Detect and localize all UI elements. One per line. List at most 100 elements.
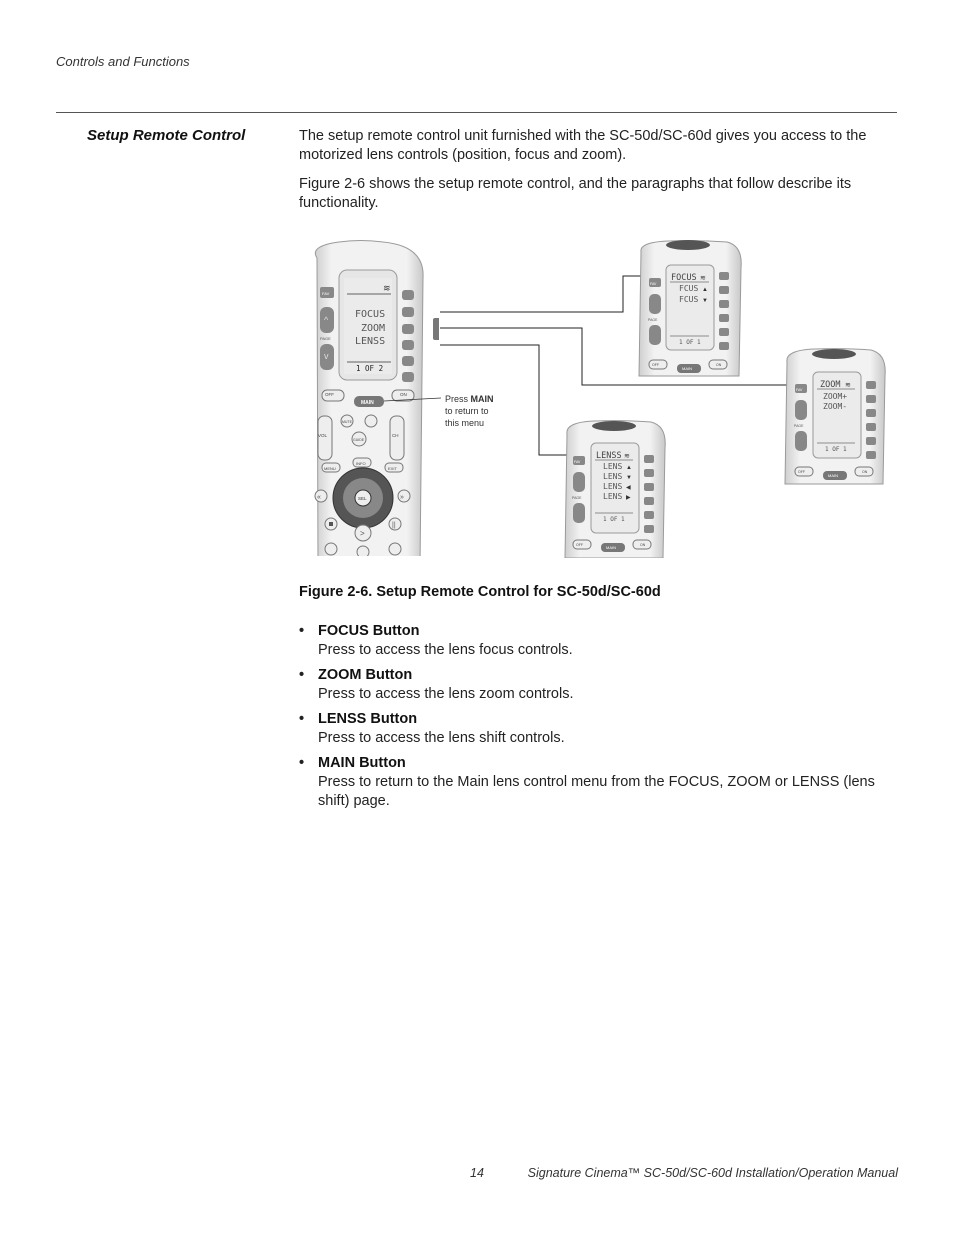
focus-page-down[interactable] [649,325,661,345]
lenss-key-3[interactable] [644,483,654,491]
focus-off-button[interactable] [648,359,668,370]
lenss-key-2[interactable] [644,469,654,477]
lenss-off-label: OFF [576,543,583,547]
focus-key[interactable] [402,324,414,334]
lenss-fav-button[interactable] [573,456,585,465]
guide-button[interactable] [351,431,367,447]
lenss-key-1[interactable] [644,455,654,463]
zoom-page-down[interactable] [795,431,807,451]
lcd-item-lenss: LENSS [355,336,385,347]
sel-button[interactable] [354,489,372,507]
lenss-key-6[interactable] [644,525,654,533]
focus-key-4[interactable] [719,314,729,322]
zoom-off-button[interactable] [794,466,814,477]
guide-round-button[interactable] [388,542,402,556]
lcd-key-1[interactable] [402,290,414,300]
off-button[interactable] [321,389,345,402]
list-button[interactable] [356,545,370,558]
play-button[interactable] [354,524,372,542]
list-item-zoom: • ZOOM Button Press to access the lens z… [299,666,899,704]
callout-line-3: this menu [445,418,484,428]
zoom-key-2[interactable] [866,395,876,403]
focus-key-1[interactable] [719,272,729,280]
zoom-key-6[interactable] [866,451,876,459]
focus-main-button[interactable] [677,364,701,373]
fast-forward-icon: » [400,494,404,501]
lenss-page-indicator: 1 OF 1 [603,516,625,523]
lcd-item-zoom: ZOOM [361,323,385,334]
zoom-key-1[interactable] [866,381,876,389]
remote-control-figure: ≋ FOCUS ZOOM LENSS 1 OF 2 FAV ^ PAGE v O… [314,240,886,558]
page-down-icon: v [324,351,329,361]
fav-button[interactable] [320,287,334,298]
lenss-key[interactable] [402,356,414,366]
focus-wifi-icon: ≋ [700,275,706,282]
info-round-button[interactable] [324,542,338,556]
pause-button[interactable] [388,517,402,531]
zoom-key-4[interactable] [866,423,876,431]
exit-button[interactable] [384,462,404,473]
mute-button[interactable] [340,414,354,428]
page-indicator: 1 OF 2 [356,364,383,373]
focus-key-5[interactable] [719,328,729,336]
lens-left-icon: ◀ [626,485,631,491]
zoom-key-5[interactable] [866,437,876,445]
zoom-main-button[interactable] [823,471,847,480]
bullet-term: LENSS Button [318,711,418,727]
lenss-page-up[interactable] [573,472,585,492]
list-item-lenss: • LENSS Button Press to access the lens … [299,710,899,748]
connector-focus [440,275,669,313]
rewind-button[interactable] [314,489,328,503]
focus-item-1: FCUS [679,284,698,293]
page-label: PAGE [320,336,331,341]
zoom-key[interactable] [402,340,414,350]
lenss-key-5[interactable] [644,511,654,519]
focus-on-button[interactable] [708,359,728,370]
focus-off-label: OFF [652,363,659,367]
mute-label: MUTE [342,420,353,424]
page-down-button[interactable] [320,344,334,370]
info-button[interactable] [352,457,372,468]
lcd-key-6[interactable] [402,372,414,382]
zoom-key-3[interactable] [866,409,876,417]
main-button[interactable] [354,396,384,407]
focus-page-label: PAGE [648,318,658,322]
focus-key-3[interactable] [719,300,729,308]
lenss-main-button[interactable] [601,543,625,552]
list-item-main: • MAIN Button Press to return to the Mai… [299,754,899,811]
lenss-page-down[interactable] [573,503,585,523]
menu-button[interactable] [321,462,341,473]
lenss-item-3: LENS [603,482,622,491]
lenss-on-button[interactable] [632,539,652,550]
zoom-remote: ZOOM ≋ ZOOM+ ZOOM- 1 OF 1 FAV PAGE OFF M… [784,348,886,485]
record-button[interactable] [364,414,378,428]
lenss-off-button[interactable] [572,539,592,550]
side-key[interactable] [433,318,441,340]
ch-label: CH [392,433,399,438]
zoom-page-up[interactable] [795,400,807,420]
focus-fav-button[interactable] [649,278,661,287]
stop-icon [329,522,333,526]
zoom-item-2: ZOOM- [823,402,847,411]
focus-key-2[interactable] [719,286,729,294]
lcd-key-2[interactable] [402,307,414,317]
vol-rocker[interactable] [317,415,333,461]
manual-title: Signature Cinema™ SC-50d/SC-60d Installa… [527,1166,898,1180]
zoom-on-button[interactable] [854,466,874,477]
bullet-term: MAIN Button [318,755,406,771]
fast-forward-button[interactable] [397,489,411,503]
focus-page-up[interactable] [649,294,661,314]
lenss-fav-label: FAV [574,460,581,464]
zoom-wifi-icon: ≋ [845,382,851,389]
focus-key-6[interactable] [719,342,729,350]
bullet-description: Press to access the lens zoom controls. [318,686,574,702]
lenss-on-label: ON [640,543,646,547]
zoom-fav-button[interactable] [795,384,807,393]
bullet-icon: • [299,711,305,727]
page-up-button[interactable] [320,307,334,333]
lenss-key-4[interactable] [644,497,654,505]
lens-right-icon: ▶ [626,495,631,501]
ch-rocker[interactable] [389,415,405,461]
on-button[interactable] [391,389,415,402]
bullet-term: ZOOM Button [318,667,413,683]
